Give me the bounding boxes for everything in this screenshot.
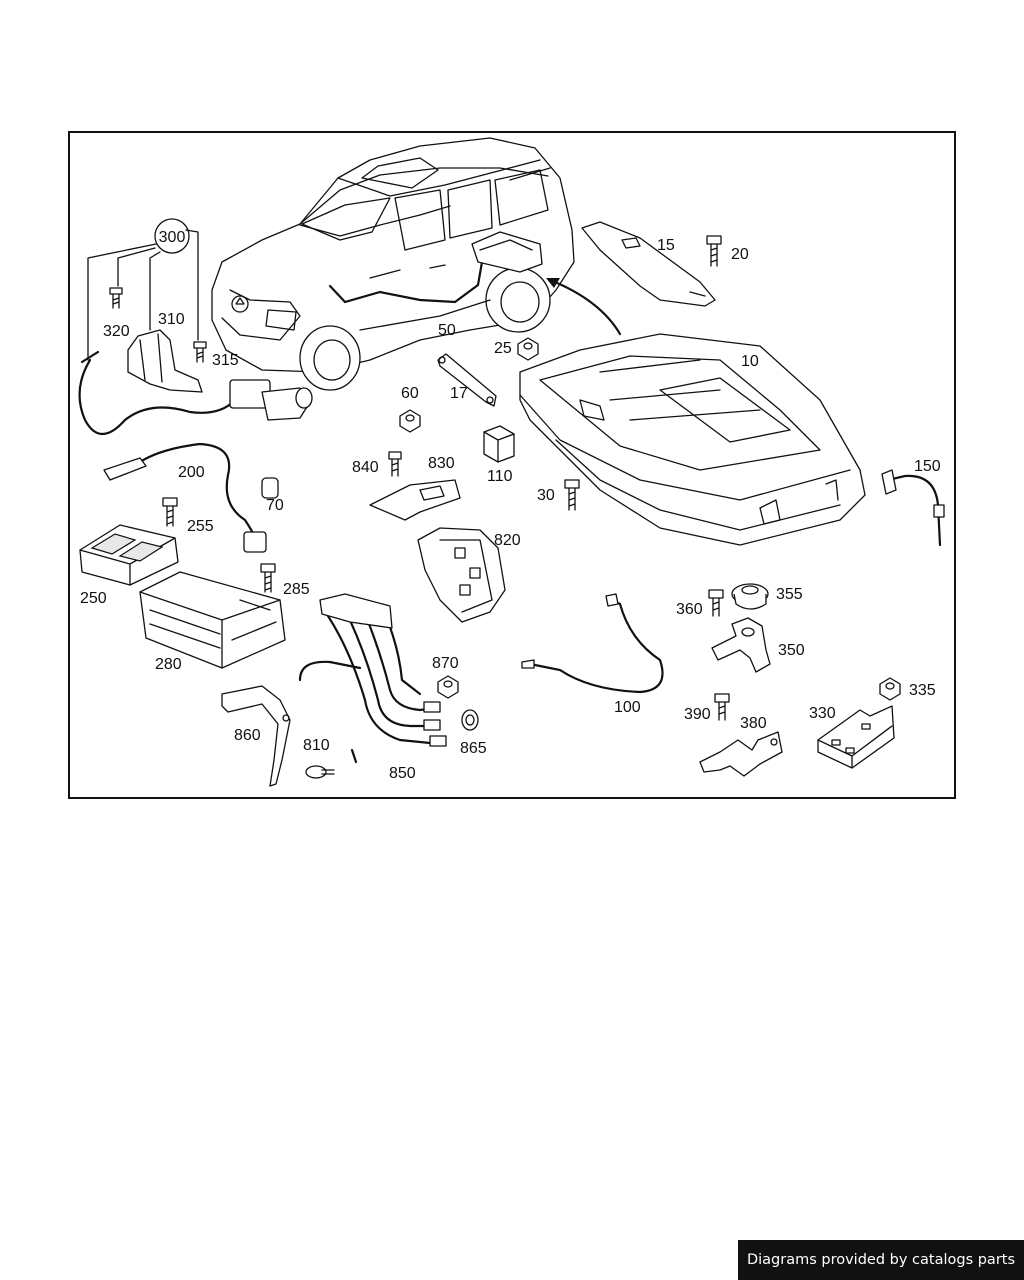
part-label: 30: [537, 487, 555, 504]
part-label: 70: [266, 497, 284, 514]
part-label: 335: [909, 682, 936, 699]
part-label: 255: [187, 518, 214, 535]
credit-banner: Diagrams provided by catalogs parts: [738, 1240, 1024, 1280]
part-390: [714, 693, 730, 721]
part-label: 350: [778, 642, 805, 659]
part-label: 250: [80, 590, 107, 607]
part-label: 870: [432, 655, 459, 672]
part-25: [517, 337, 539, 361]
part-860: [221, 685, 291, 787]
part-label: 315: [212, 352, 239, 369]
part-280: [139, 571, 286, 669]
part-850: [298, 593, 447, 764]
part-label: 320: [103, 323, 130, 340]
part-label: 360: [676, 601, 703, 618]
part-865: [461, 709, 479, 731]
part-label: 860: [234, 727, 261, 744]
part-30: [564, 479, 580, 511]
part-label: 330: [809, 705, 836, 722]
part-840: [388, 451, 402, 477]
part-355: [731, 583, 769, 610]
part-label: 830: [428, 455, 455, 472]
part-350: [711, 617, 771, 673]
part-hose-200: [103, 442, 267, 553]
part-380: [699, 731, 783, 777]
part-label: 865: [460, 740, 487, 757]
part-label: 820: [494, 532, 521, 549]
part-15: [581, 221, 716, 307]
part-label: 840: [352, 459, 379, 476]
part-label: 10: [741, 353, 759, 370]
part-label: 150: [914, 458, 941, 475]
part-17: [437, 353, 497, 407]
part-labels: 300 310 320 315 50 15 20 25 10 60 17 110…: [80, 229, 941, 782]
part-250: [79, 524, 179, 586]
part-60: [399, 409, 421, 433]
part-830: [369, 479, 461, 521]
part-label: 850: [389, 765, 416, 782]
part-label: 280: [155, 656, 182, 673]
part-label: 285: [283, 581, 310, 598]
vehicle-illustration: [211, 137, 622, 391]
part-335: [879, 677, 901, 701]
part-label: 355: [776, 586, 803, 603]
part-label: 810: [303, 737, 330, 754]
part-150: [881, 469, 945, 547]
part-285: [260, 563, 276, 593]
part-870: [437, 675, 459, 699]
part-label: 200: [178, 464, 205, 481]
part-255: [162, 497, 178, 527]
part-330: [817, 705, 895, 769]
part-label: 20: [731, 246, 749, 263]
part-label: 310: [158, 311, 185, 328]
part-label: 300: [159, 229, 186, 246]
part-label: 60: [401, 385, 419, 402]
diagram-frame: [68, 131, 956, 799]
part-label: 15: [657, 237, 675, 254]
part-label: 390: [684, 706, 711, 723]
part-label: 25: [494, 340, 512, 357]
part-810: [305, 765, 335, 779]
part-360: [708, 589, 724, 617]
part-group-300: [78, 218, 313, 436]
part-10-battery: [519, 333, 866, 546]
part-label: 110: [487, 468, 513, 485]
part-20: [706, 235, 722, 267]
part-110: [483, 425, 515, 463]
part-820: [417, 527, 506, 623]
part-label: 100: [614, 699, 641, 716]
part-100: [521, 593, 664, 694]
part-70: [261, 477, 279, 499]
part-label: 380: [740, 715, 767, 732]
part-label: 50: [438, 322, 456, 339]
part-label: 17: [450, 385, 468, 402]
